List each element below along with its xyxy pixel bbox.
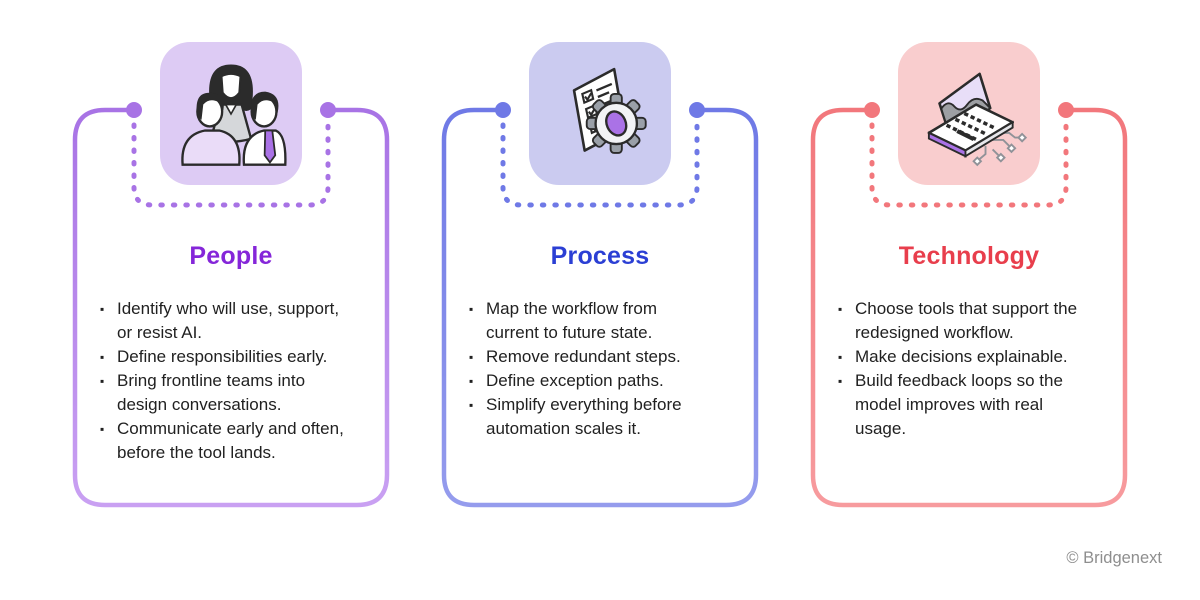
technology-icon-badge [898, 42, 1040, 185]
bullet-list: Choose tools that support the redesigned… [838, 297, 1083, 441]
bullet-item: Make decisions explainable. [838, 345, 1083, 369]
bullet-item: Define responsibilities early. [100, 345, 345, 369]
bullet-item: Build feedback loops so the model improv… [838, 369, 1083, 441]
card-content: Process Map the workflow from current to… [440, 242, 760, 441]
card-border [72, 107, 390, 508]
connector-dot-right [1058, 102, 1074, 118]
connector-dot-left [495, 102, 511, 118]
people-icon-badge [160, 42, 302, 185]
bullet-item: Choose tools that support the redesigned… [838, 297, 1083, 345]
bullet-item: Communicate early and often, before the … [100, 417, 345, 465]
card-border [810, 107, 1128, 508]
bullet-item: Map the workflow from current to future … [469, 297, 714, 345]
bullet-item: Simplify everything before automation sc… [469, 393, 714, 441]
bullet-item: Bring frontline teams into design conver… [100, 369, 345, 417]
card-frame [810, 102, 1128, 508]
copyright-text: © Bridgenext [1066, 549, 1162, 567]
process-icon [572, 67, 647, 154]
card-title: People [189, 242, 273, 270]
bullet-item: Identify who will use, support, or resis… [100, 297, 345, 345]
bullet-list: Identify who will use, support, or resis… [100, 297, 345, 465]
card-technology: Technology Choose tools that support the… [809, 42, 1129, 509]
process-icon-badge [529, 42, 671, 185]
connector-dot-left [864, 102, 880, 118]
connector-dot-right [320, 102, 336, 118]
bullet-item: Define exception paths. [469, 369, 714, 393]
cards-row: People Identify who will use, support, o… [0, 42, 1200, 509]
card-content: Technology Choose tools that support the… [809, 242, 1129, 441]
card-title: Technology [898, 242, 1040, 270]
card-title: Process [550, 242, 650, 270]
laptop-circuit-icon [927, 72, 1028, 166]
card-process: Process Map the workflow from current to… [440, 42, 760, 509]
card-people: People Identify who will use, support, o… [71, 42, 391, 509]
bullet-list: Map the workflow from current to future … [469, 297, 714, 441]
card-content: People Identify who will use, support, o… [71, 242, 391, 465]
bullet-item: Remove redundant steps. [469, 345, 714, 369]
connector-dot-right [689, 102, 705, 118]
card-frame [441, 102, 759, 508]
connector-dot-left [126, 102, 142, 118]
card-border [441, 107, 759, 508]
card-frame [72, 102, 390, 508]
people-icon [181, 63, 287, 166]
